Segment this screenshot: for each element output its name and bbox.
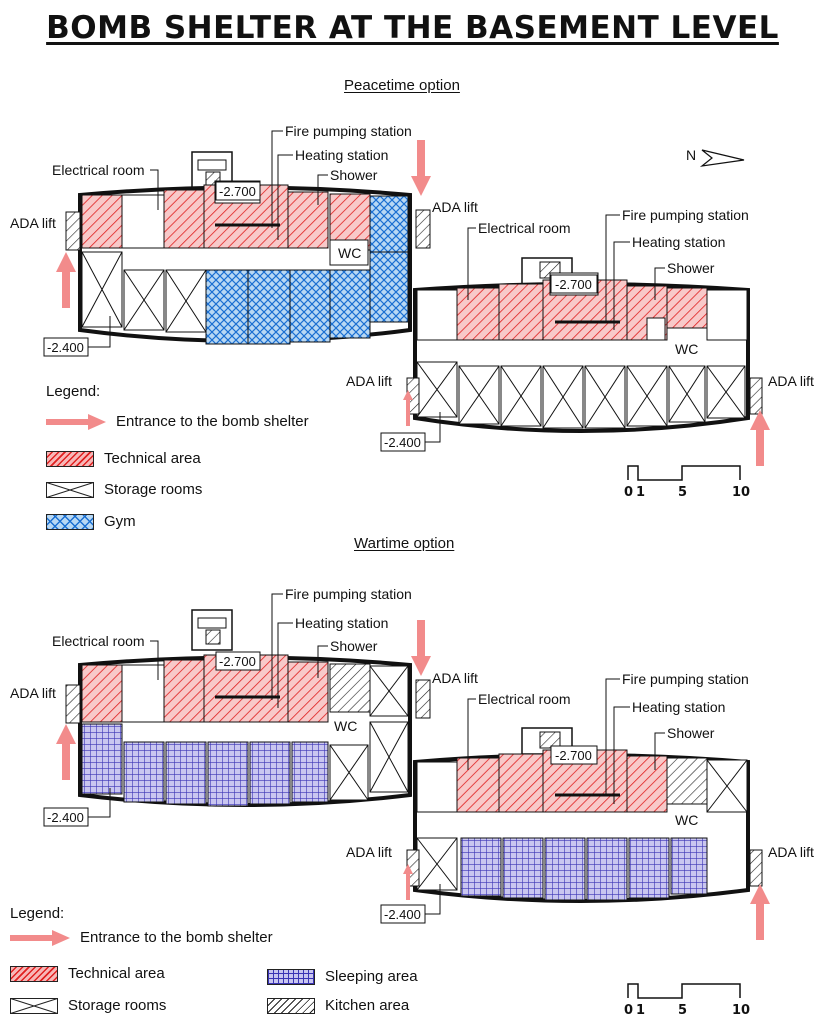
label-wc: WC (338, 245, 361, 261)
label-ada-lift: ADA lift (10, 215, 56, 231)
technical-area-swatch (10, 965, 58, 982)
peacetime-floor-plan: N Fire pumping station Heating station S… (10, 123, 814, 466)
legend-entrance-label: Entrance to the bomb shelter (116, 413, 309, 430)
legend-gym-label: Gym (104, 513, 136, 530)
peacetime-legend-heading: Legend: (46, 383, 101, 400)
scale-tick-1: 1 (636, 1003, 645, 1018)
legend-sleeping-label: Sleeping area (325, 968, 418, 985)
wartime-legend-storage: Storage rooms (10, 997, 166, 1014)
level-marker: -2.400 (384, 435, 421, 450)
label-shower: Shower (330, 638, 378, 654)
scale-tick-5: 5 (678, 485, 687, 500)
peacetime-legend-entrance: Entrance to the bomb shelter (46, 413, 309, 430)
label-ada-lift: ADA lift (768, 373, 814, 389)
scale-tick-1: 1 (636, 485, 645, 500)
level-marker: -2.400 (47, 340, 84, 355)
peacetime-scale-bar: 0 1 5 10 (624, 465, 750, 500)
right-block (406, 679, 763, 903)
kitchen-area-swatch (267, 997, 315, 1014)
gym-swatch (46, 513, 94, 530)
scale-tick-0: 0 (624, 485, 633, 500)
label-shower: Shower (330, 167, 378, 183)
north-label: N (686, 147, 696, 163)
label-wc: WC (334, 718, 357, 734)
peacetime-legend-storage: Storage rooms (46, 481, 202, 498)
label-ada-lift: ADA lift (432, 670, 478, 686)
wartime-entrance-arrows (56, 620, 770, 940)
level-marker: -2.400 (47, 810, 84, 825)
wartime-legend-heading: Legend: (10, 905, 65, 922)
label-heating-station: Heating station (295, 147, 388, 163)
scale-tick-10: 10 (732, 485, 750, 500)
label-shower: Shower (667, 260, 715, 276)
wartime-legend-sleeping: Sleeping area (267, 968, 418, 985)
label-electrical-room: Electrical room (478, 220, 571, 236)
storage-rooms-swatch (10, 997, 58, 1014)
left-block (65, 609, 412, 807)
label-fire-pumping-station: Fire pumping station (622, 207, 749, 223)
label-ada-lift: ADA lift (10, 685, 56, 701)
label-electrical-room: Electrical room (478, 691, 571, 707)
storage-rooms-swatch (46, 481, 94, 498)
legend-storage-label: Storage rooms (68, 997, 167, 1014)
label-wc: WC (675, 341, 698, 357)
peacetime-section-label: Peacetime option (344, 77, 460, 94)
level-marker: -2.400 (384, 907, 421, 922)
entrance-arrow-icon (46, 413, 106, 430)
entrance-arrow-icon (10, 929, 70, 946)
wartime-legend-entrance: Entrance to the bomb shelter (10, 929, 273, 946)
label-ada-lift: ADA lift (432, 199, 478, 215)
scale-tick-5: 5 (678, 1003, 687, 1018)
label-shower: Shower (667, 725, 715, 741)
level-marker: -2.700 (555, 277, 592, 292)
legend-entrance-label: Entrance to the bomb shelter (80, 929, 273, 946)
label-ada-lift: ADA lift (346, 844, 392, 860)
legend-storage-label: Storage rooms (104, 481, 203, 498)
label-ada-lift: ADA lift (768, 844, 814, 860)
label-ada-lift: ADA lift (346, 373, 392, 389)
peacetime-entrance-arrows (56, 140, 770, 466)
scale-tick-0: 0 (624, 1003, 633, 1018)
legend-technical-label: Technical area (68, 965, 165, 982)
legend-technical-label: Technical area (104, 450, 201, 467)
label-electrical-room: Electrical room (52, 633, 145, 649)
level-marker: -2.700 (219, 654, 256, 669)
legend-kitchen-label: Kitchen area (325, 997, 410, 1014)
page-title: BOMB SHELTER AT THE BASEMENT LEVEL (46, 10, 779, 46)
label-electrical-room: Electrical room (52, 162, 145, 178)
label-heating-station: Heating station (632, 699, 725, 715)
wartime-legend-kitchen: Kitchen area (267, 997, 409, 1014)
left-block (65, 151, 412, 345)
peacetime-legend-technical: Technical area (46, 450, 201, 467)
level-marker: -2.700 (555, 748, 592, 763)
sleeping-area-swatch (267, 968, 315, 985)
right-block (406, 209, 763, 433)
label-fire-pumping-station: Fire pumping station (285, 123, 412, 139)
label-wc: WC (675, 812, 698, 828)
label-heating-station: Heating station (295, 615, 388, 631)
level-marker: -2.700 (219, 184, 256, 199)
label-heating-station: Heating station (632, 234, 725, 250)
wartime-legend-technical: Technical area (10, 965, 165, 982)
north-arrow-icon (699, 149, 745, 167)
technical-area-swatch (46, 450, 94, 467)
scale-tick-10: 10 (732, 1003, 750, 1018)
wartime-section-label: Wartime option (354, 535, 455, 552)
peacetime-legend-gym: Gym (46, 513, 136, 530)
label-fire-pumping-station: Fire pumping station (285, 586, 412, 602)
wartime-scale-bar: 0 1 5 10 (624, 983, 750, 1018)
label-fire-pumping-station: Fire pumping station (622, 671, 749, 687)
